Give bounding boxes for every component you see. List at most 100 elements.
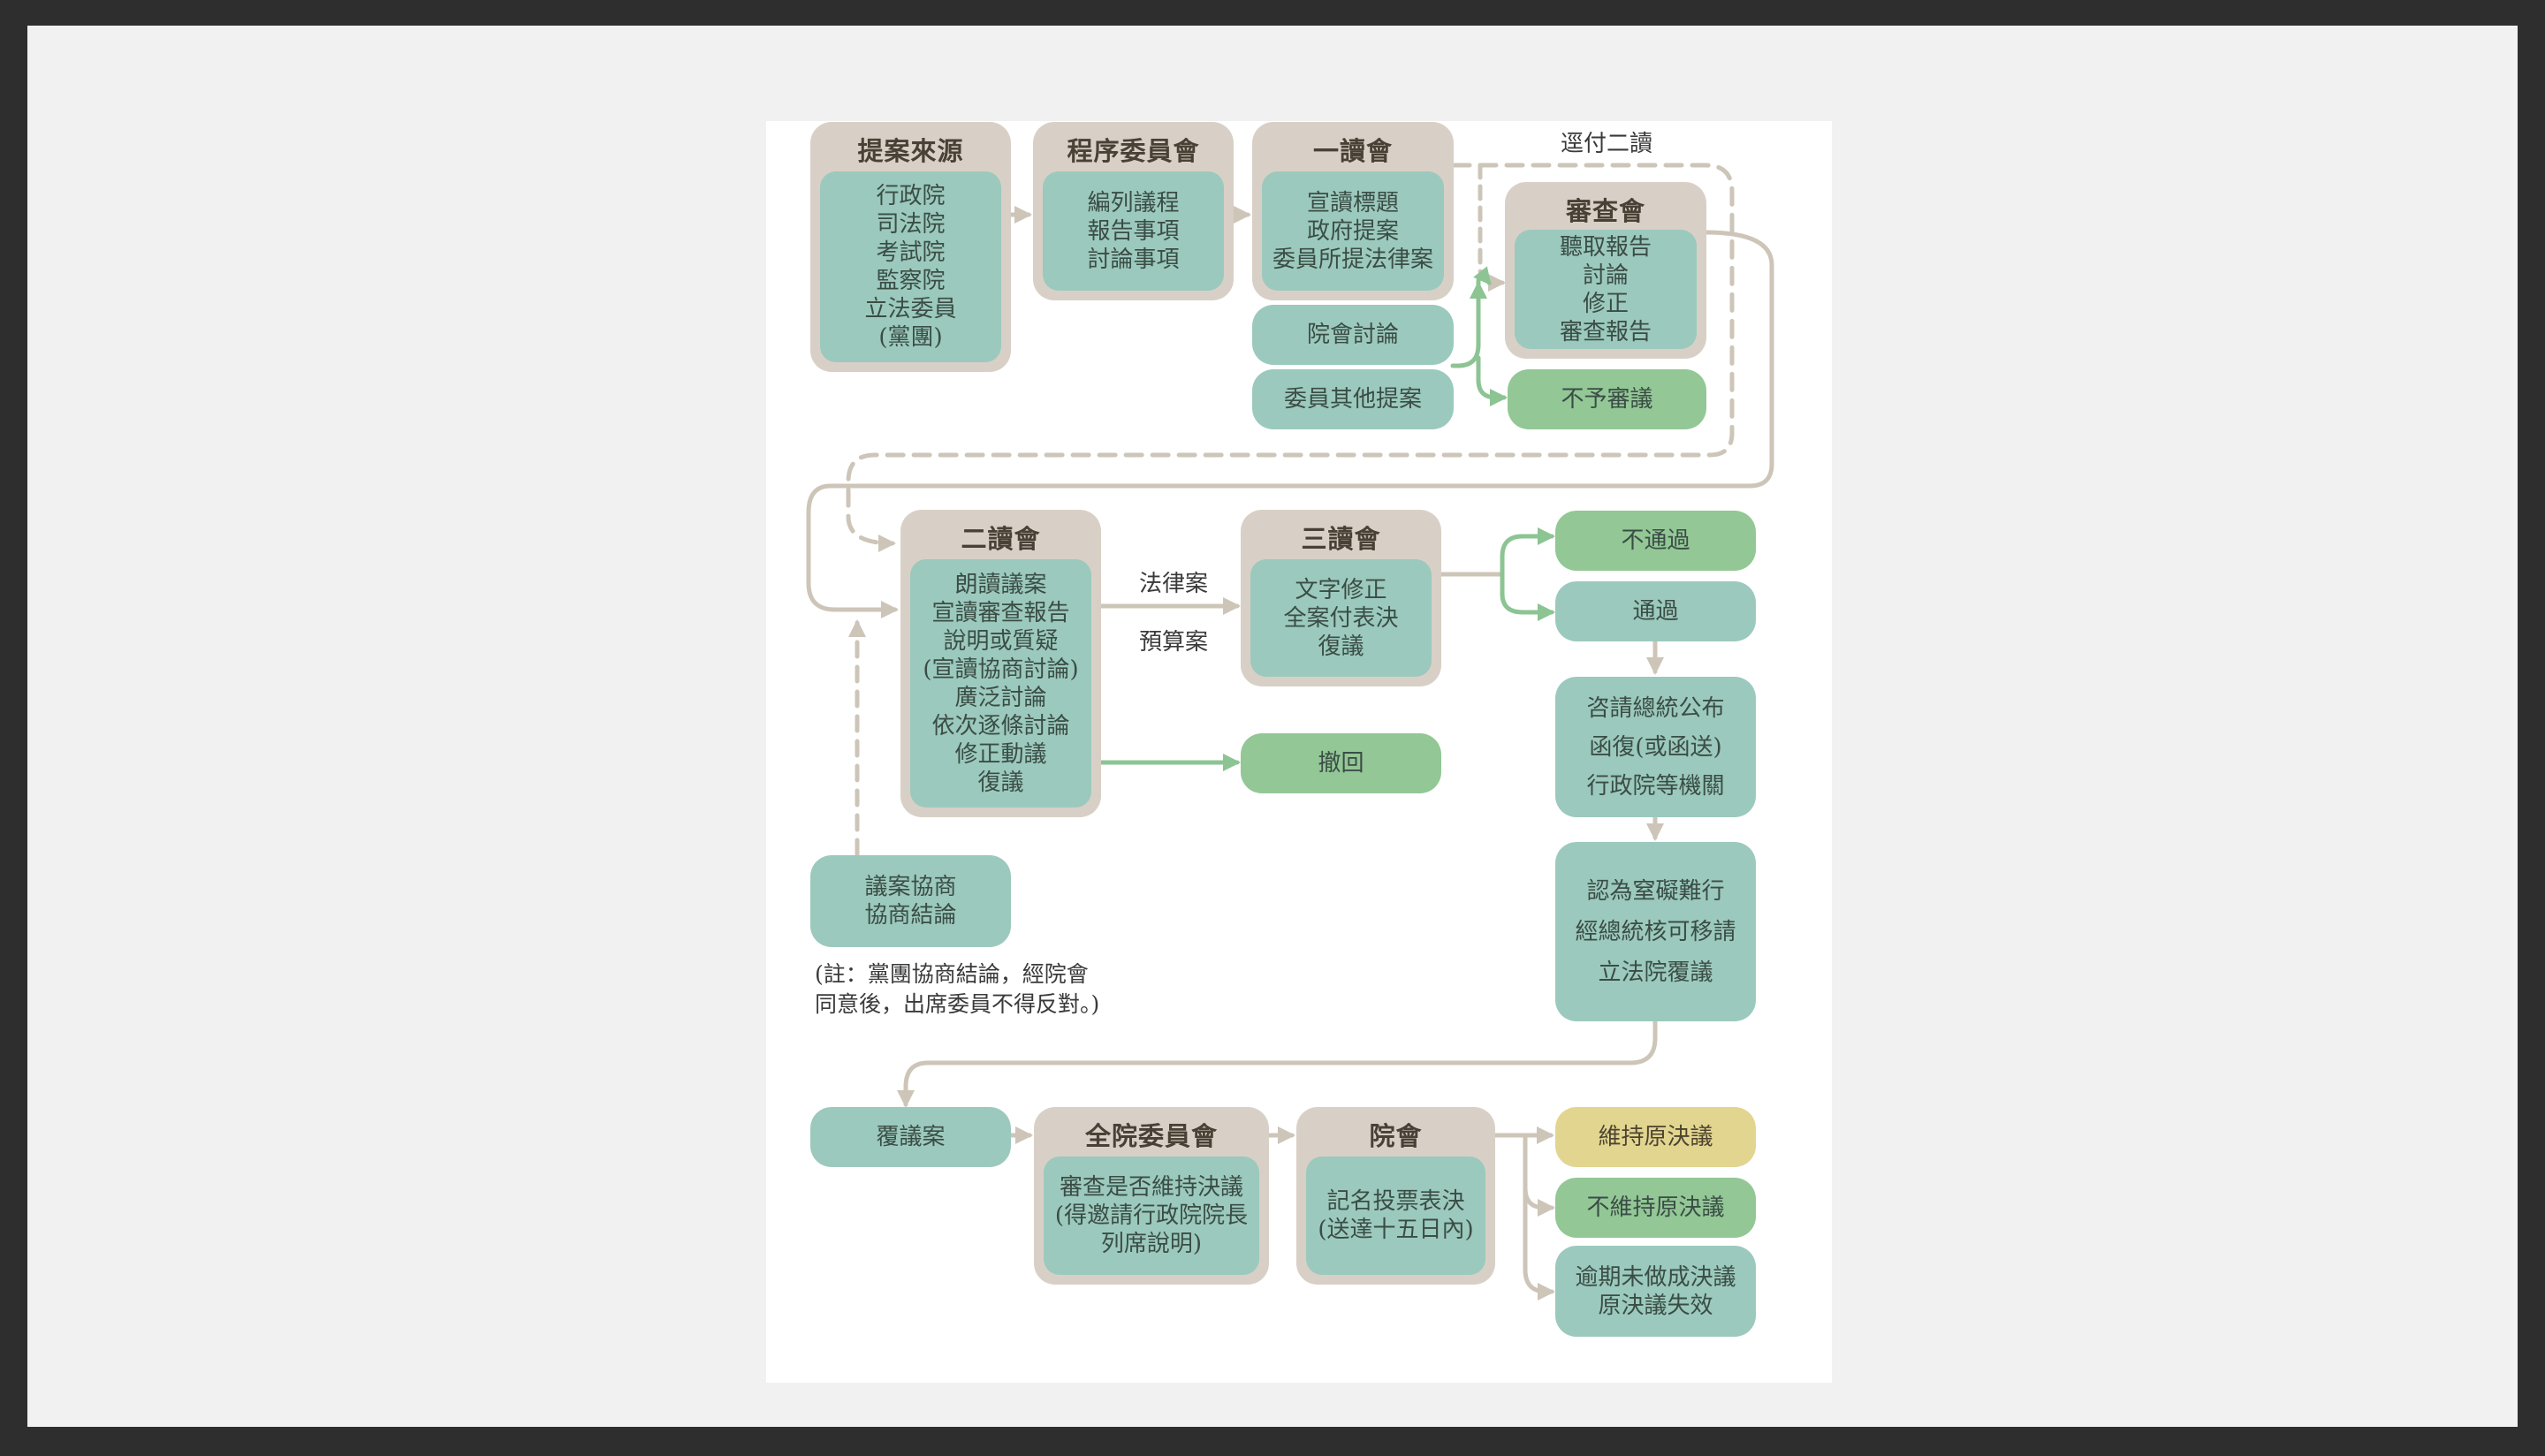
box-body: 行政院 司法院 考試院 監察院 立法委員 (黨團) <box>820 171 1001 362</box>
box-body: 記名投票表決 (送達十五日內) <box>1306 1156 1485 1275</box>
box-line: 編列議程 <box>1087 189 1180 216</box>
label-budget-bill: 預算案 <box>1139 629 1209 656</box>
box-line: 審查是否維持決議 <box>1059 1174 1243 1201</box>
pill-text: 撤回 <box>1318 750 1364 777</box>
box-procedure-committee: 程序委員會 編列議程 報告事項 討論事項 <box>1033 122 1234 300</box>
box-title: 一讀會 <box>1312 136 1393 166</box>
label-direct-second-reading: 逕付二讀 <box>1561 131 1653 157</box>
box-line: 修正動議 <box>954 740 1047 768</box>
pill-text: 不維持原決議 <box>1586 1194 1725 1221</box>
box-proposal-source: 提案來源 行政院 司法院 考試院 監察院 立法委員 (黨團) <box>810 122 1011 372</box>
box-title: 程序委員會 <box>1067 136 1200 166</box>
pill-text: 院會討論 <box>1306 322 1399 348</box>
box-line: 考試院 <box>876 239 946 266</box>
pill-not-maintain-resolution: 不維持原決議 <box>1555 1178 1756 1238</box>
pill-text: 委員其他提案 <box>1283 386 1422 413</box>
box-line: (得邀請行政院院長 <box>1054 1202 1249 1229</box>
box-body: 聽取報告 討論 修正 審查報告 <box>1515 230 1697 349</box>
arrow-to-fail <box>1500 527 1555 577</box>
box-body: 審查是否維持決議 (得邀請行政院院長 列席說明) <box>1044 1156 1259 1275</box>
box-line: 宣讀審查報告 <box>931 599 1070 626</box>
box-line: (送達十五日內) <box>1318 1217 1474 1243</box>
box-line: 監察院 <box>876 268 946 294</box>
box-line: 復議 <box>1318 633 1364 660</box>
pill-text: 原決議失效 <box>1598 1292 1713 1319</box>
arrow-reconsider-to-case <box>897 1019 1658 1108</box>
arrow-plenary-to-not-maintain <box>1523 1133 1555 1217</box>
box-line: 全案付表決 <box>1283 604 1399 632</box>
pill-plenary-discussion: 院會討論 <box>1252 305 1454 365</box>
box-line: (黨團) <box>878 324 943 351</box>
pill-text: 立法院覆議 <box>1598 959 1713 986</box>
pill-text: 咨請總統公布 <box>1586 694 1725 722</box>
box-title: 院會 <box>1369 1121 1423 1151</box>
label-law-bill: 法律案 <box>1139 571 1209 597</box>
box-line: 政府提案 <box>1306 217 1399 245</box>
pill-reconsideration-request: 認為窒礙難行 經總統核可移請 立法院覆議 <box>1555 842 1756 1021</box>
pill-no-review: 不予審議 <box>1508 369 1706 429</box>
arrow-review-to-second <box>806 230 1774 618</box>
dash-direct-second-reading <box>846 163 1735 552</box>
box-title: 二讀會 <box>961 524 1041 554</box>
arrow-to-no-review <box>1476 355 1508 406</box>
box-line: 宣讀標題 <box>1306 189 1399 216</box>
box-line: 報告事項 <box>1087 217 1180 245</box>
pill-text: 維持原決議 <box>1598 1124 1713 1150</box>
pill-text: 通過 <box>1632 598 1679 625</box>
box-title: 審查會 <box>1565 196 1645 226</box>
box-line: 廣泛討論 <box>954 684 1047 711</box>
box-line: 修正 <box>1582 290 1629 317</box>
box-line: 立法委員 <box>864 296 957 322</box>
box-line: 審查報告 <box>1559 318 1652 345</box>
box-line: 記名投票表決 <box>1326 1188 1465 1215</box>
box-body: 文字修正 全案付表決 復議 <box>1250 559 1432 677</box>
pill-pass: 通過 <box>1555 581 1756 641</box>
box-third-reading: 三讀會 文字修正 全案付表決 復議 <box>1241 510 1441 686</box>
box-line: 文字修正 <box>1295 576 1387 603</box>
box-line: 朗讀議案 <box>954 571 1047 598</box>
note-line: 同意後，出席委員不得反對。) <box>815 991 1100 1017</box>
pill-member-proposals: 委員其他提案 <box>1252 369 1454 429</box>
box-line: 說明或質疑 <box>943 627 1059 655</box>
box-second-reading: 二讀會 朗讀議案 宣讀審查報告 說明或質疑 (宣讀協商討論) 廣泛討論 依次逐條… <box>900 510 1101 817</box>
pill-text: 經總統核可移請 <box>1575 918 1736 945</box>
pill-fail: 不通過 <box>1555 511 1756 571</box>
pill-maintain-resolution: 維持原決議 <box>1555 1107 1756 1167</box>
box-title: 三讀會 <box>1301 524 1381 554</box>
box-line: 聽取報告 <box>1559 233 1652 261</box>
pill-reconsideration-case: 覆議案 <box>810 1107 1011 1167</box>
pill-promulgate: 咨請總統公布 函復(或函送) 行政院等機關 <box>1555 677 1756 817</box>
box-committee-of-whole: 全院委員會 審查是否維持決議 (得邀請行政院院長 列席說明) <box>1034 1107 1269 1285</box>
pill-text: 議案協商 <box>864 874 957 900</box>
box-line: (宣讀協商討論) <box>923 656 1079 683</box>
pill-text: 函復(或函送) <box>1589 733 1722 761</box>
pill-text: 行政院等機關 <box>1586 772 1725 800</box>
box-plenary-session: 院會 記名投票表決 (送達十五日內) <box>1296 1107 1495 1285</box>
box-first-reading: 一讀會 宣讀標題 政府提案 委員所提法律案 <box>1252 122 1454 300</box>
box-line: 討論 <box>1582 262 1629 289</box>
box-line: 委員所提法律案 <box>1272 246 1433 273</box>
pill-negotiation: 議案協商 協商結論 <box>810 855 1011 947</box>
arrow-first-to-review-green <box>1450 266 1492 368</box>
arrow-to-pass <box>1500 572 1555 621</box>
pill-text: 協商結論 <box>864 902 957 929</box>
box-body: 編列議程 報告事項 討論事項 <box>1043 171 1224 291</box>
box-line: 依次逐條討論 <box>931 712 1070 739</box>
pill-expired-resolution: 逾期未做成決議 原決議失效 <box>1555 1246 1756 1337</box>
box-title: 提案來源 <box>857 136 964 166</box>
negotiation-note: (註：黨團協商結論，經院會 同意後，出席委員不得反對。) <box>815 959 1099 1020</box>
box-line: 列席說明) <box>1100 1231 1203 1257</box>
pill-withdraw: 撤回 <box>1241 733 1441 793</box>
box-line: 行政院 <box>876 183 946 209</box>
pill-text: 不予審議 <box>1561 386 1653 413</box>
pill-text: 覆議案 <box>876 1124 946 1150</box>
dash-to-review <box>1478 163 1506 292</box>
box-line: 復議 <box>977 769 1024 796</box>
box-title: 全院委員會 <box>1084 1121 1218 1151</box>
note-line: (註：黨團協商結論，經院會 <box>815 961 1089 987</box>
pill-text: 逾期未做成決議 <box>1575 1263 1736 1291</box>
box-line: 司法院 <box>876 211 946 238</box>
box-line: 討論事項 <box>1087 246 1180 273</box>
box-body: 朗讀議案 宣讀審查報告 說明或質疑 (宣讀協商討論) 廣泛討論 依次逐條討論 修… <box>910 559 1091 808</box>
